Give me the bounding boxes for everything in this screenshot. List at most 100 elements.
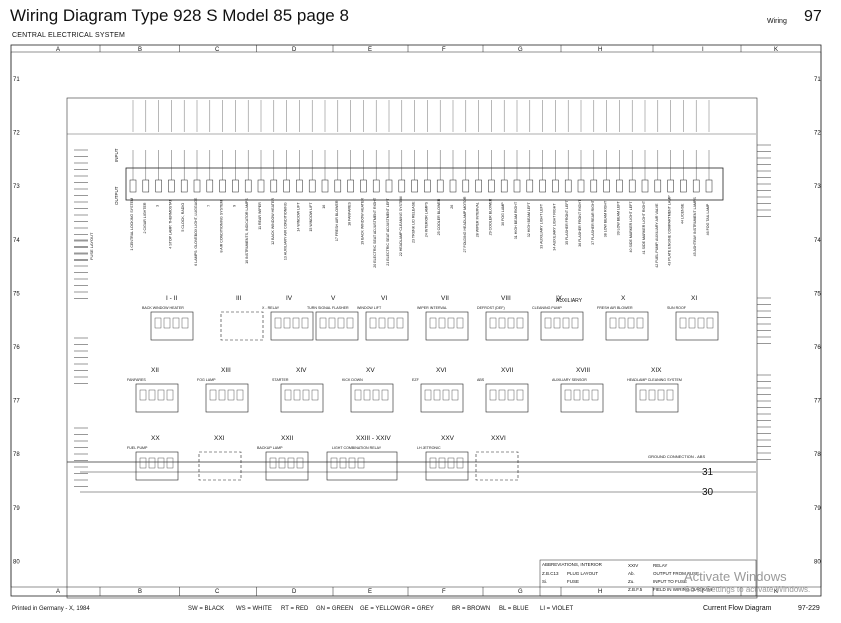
fuse-label: 16 xyxy=(322,205,326,209)
main-box xyxy=(66,97,758,599)
relay-number: XVIII xyxy=(576,367,590,374)
relay-number: III xyxy=(236,295,242,302)
relay-number: XIX xyxy=(651,367,662,374)
fuse-label: 29 COOLER BLOWER xyxy=(488,198,492,235)
column-label-g: G xyxy=(518,47,523,53)
relay-contact xyxy=(302,389,310,401)
fuse-label: 10 INSTRUMENTS, INDICATOR LAMPS xyxy=(245,198,249,264)
fuse-label: 20 ELECTRIC SEAT ADJUSTMENT RIGHT xyxy=(373,197,377,268)
relay-number: X xyxy=(621,295,626,302)
relay-contact xyxy=(328,317,336,329)
relay-box xyxy=(365,311,409,341)
relay-contact xyxy=(516,317,524,329)
fuse-label: 22 HEADLAMP CLEANING SYSTEM xyxy=(399,196,403,256)
fuse-cell xyxy=(219,179,226,193)
relay-box xyxy=(420,383,464,413)
relay-contact xyxy=(618,317,626,329)
fuse-cell xyxy=(564,179,572,193)
fuse-cell xyxy=(321,179,329,193)
relay-contact xyxy=(166,389,174,401)
relay-box xyxy=(135,383,179,413)
relay-number: IV xyxy=(286,295,293,302)
relay-contact xyxy=(396,317,404,329)
relay-box xyxy=(135,451,179,481)
relay-box xyxy=(605,311,649,341)
fuse-label: 35 FLASHER FRONT LEFT xyxy=(565,199,569,244)
relay-box xyxy=(560,383,604,413)
relay-number: XI xyxy=(691,295,697,302)
color-key-entry: GN = GREEN xyxy=(316,606,354,612)
relay-name: BACKUP LAMP xyxy=(257,446,283,450)
relay-number: VIII xyxy=(501,295,511,302)
relay-contact xyxy=(163,317,171,329)
relay-contact xyxy=(139,389,147,401)
relay-box xyxy=(350,383,394,413)
relay-number: IX xyxy=(556,295,563,302)
row-label-74: 74 xyxy=(13,238,20,244)
relay-contact xyxy=(438,457,446,469)
abbrev-meaning: PLUG LAYOUT xyxy=(567,571,598,576)
relay-contact xyxy=(357,457,365,469)
abbrev-meaning: FUSE xyxy=(567,579,579,584)
page-number: 97 xyxy=(804,8,822,25)
relay-box xyxy=(205,383,249,413)
fuse-label: 19 BACK WINDOW HEATER xyxy=(360,198,364,245)
relay-contact xyxy=(330,457,338,469)
footer-code: 97-229 xyxy=(798,605,820,612)
fuse-label: 24 INTERIOR LAMPS xyxy=(424,201,428,237)
fuse-label: 33 AUXILIARY LIGHT LEFT xyxy=(540,203,544,249)
relay-number: XVII xyxy=(501,367,513,374)
row-label-75: 75 xyxy=(13,291,20,297)
terminal-31: 31 xyxy=(702,467,714,478)
relay-contact xyxy=(154,317,162,329)
relay-contact xyxy=(287,457,295,469)
row-label-76: 76 xyxy=(13,345,20,351)
relay-name: FUEL PUMP xyxy=(127,446,148,450)
relay-contact xyxy=(148,389,156,401)
abbrev-code: Zu. xyxy=(628,579,635,584)
fuse-label: 38 LOW BEAM RIGHT xyxy=(604,200,608,237)
relay-box xyxy=(540,311,584,341)
relay-contact xyxy=(627,317,635,329)
relay-name: FRESH AIR BLOWER xyxy=(597,306,633,310)
relay-contact xyxy=(609,317,617,329)
fuse-label: 5 CLOCK, RADIO xyxy=(181,203,185,232)
fuse-cell xyxy=(257,179,265,193)
inner-border xyxy=(10,51,822,588)
relay-box xyxy=(635,383,679,413)
column-label-d: D xyxy=(292,47,297,53)
relay-contact xyxy=(157,389,165,401)
footer-flow: Current Flow Diagram xyxy=(703,605,772,612)
relay-contact xyxy=(372,389,380,401)
relay-contact xyxy=(438,317,446,329)
relay-contact xyxy=(337,317,345,329)
page-subtitle: CENTRAL ELECTRICAL SYSTEM xyxy=(12,32,126,39)
row-label-71: 71 xyxy=(13,77,20,83)
color-key-entry: GE = YELLOW xyxy=(360,606,401,612)
relay-box xyxy=(220,311,264,341)
relay-contact xyxy=(498,389,506,401)
relay-contact xyxy=(489,317,497,329)
row-label-right-71: 71 xyxy=(814,77,821,83)
fuse-label: 9 xyxy=(232,205,236,207)
relay-name: WINDOW LIFT xyxy=(357,306,382,310)
relay-name: STARTER xyxy=(272,378,289,382)
fuse-label: 13 AUXILIARY AIR CONDITIONING xyxy=(284,202,288,260)
relay-contact xyxy=(679,317,687,329)
fuse-cell xyxy=(590,179,598,193)
fuse-panel xyxy=(67,100,771,493)
row-label-77: 77 xyxy=(13,399,20,405)
fuse-label: 2 CIGAR LIGHTER xyxy=(143,202,147,233)
fuse-cell xyxy=(334,179,342,193)
column-label-bottom-g: G xyxy=(518,589,523,595)
relay-number: XV xyxy=(366,367,375,374)
fuse-cell xyxy=(142,179,150,193)
relay-contact xyxy=(166,457,174,469)
fuse-label: 41 SIDE MARKER LIGHT RIGHT xyxy=(642,200,646,254)
relay-name: WIPER INTERVAL xyxy=(417,306,447,310)
ground-connection-label: GROUND CONNECTION - ABS xyxy=(648,454,705,459)
relay-name: EZF xyxy=(412,378,420,382)
abbrev-meaning: RELAY xyxy=(653,563,667,568)
